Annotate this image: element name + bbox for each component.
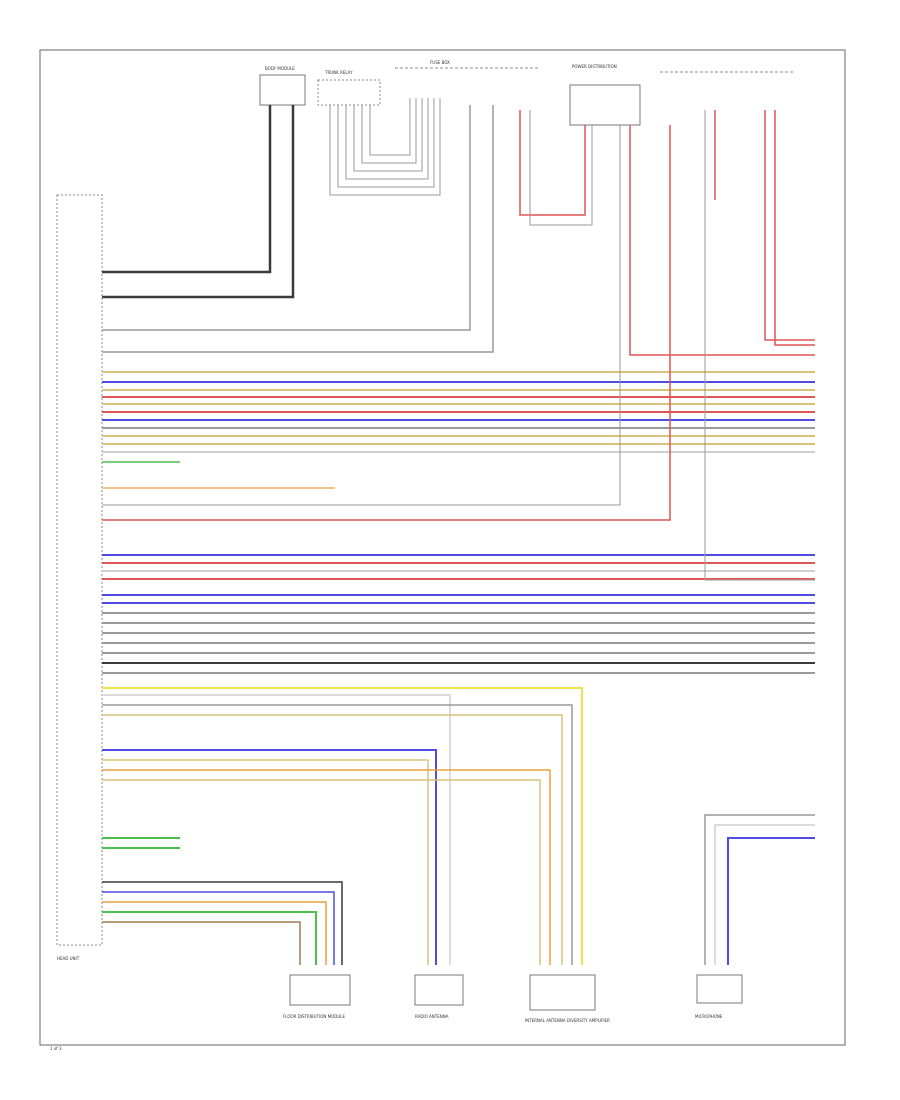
trunk-relay-label: TRUNK RELAY (324, 70, 353, 75)
wire-floor-d (102, 911, 317, 965)
trunk-relay-box (317, 79, 381, 106)
wire-yellow (102, 687, 583, 965)
wire-floor-e (102, 921, 301, 965)
microphone-label: MICROPHONE (695, 1014, 723, 1019)
microphone-box (696, 974, 743, 1004)
radio-antenna-label: RADIO ANTENNA (415, 1014, 449, 1019)
wire-body-a (102, 105, 272, 274)
wire-body-b (102, 105, 295, 299)
page-border (39, 49, 846, 1046)
relay-loop (353, 98, 423, 172)
power-dist-label: POWER DISTRIBUTION (572, 64, 617, 69)
head-unit-box (56, 194, 103, 946)
wire-red-c (102, 125, 671, 521)
relay-loop (369, 98, 411, 156)
wire-mic-c (727, 837, 815, 965)
wire-group (102, 98, 815, 965)
wire-tan-a (102, 714, 563, 965)
wire-fuse-b (102, 105, 494, 353)
wire-tan-b (102, 759, 429, 965)
wire-blue-a (102, 749, 437, 965)
wire-red-e (774, 110, 815, 346)
wire-gray-b (102, 125, 621, 506)
floor-module-box (289, 974, 351, 1006)
radio-antenna-box (414, 974, 464, 1006)
wire-floor-b (102, 891, 335, 965)
wire-mic-a (704, 814, 815, 965)
wire-red-d (764, 110, 815, 341)
page-ref-label: 1 of 3 (50, 1046, 62, 1051)
relay-loop (361, 98, 417, 164)
relay-loop (329, 98, 441, 196)
body-module-label: BODY MODULE (265, 66, 295, 71)
wire-gray-c (704, 110, 815, 581)
wire-floor-a (102, 881, 343, 965)
wire-fuse-a (102, 105, 471, 331)
power-dist-box (569, 84, 641, 126)
body-module-box (259, 74, 306, 106)
antenna-amp-label: INTERNAL ANTENNA DIVERSITY AMPLIFIER (525, 1018, 610, 1023)
fuse-box-label: FUSE BOX (430, 60, 450, 65)
wire-orange-a (102, 769, 551, 965)
antenna-amp-box (529, 974, 596, 1011)
wire-mic-b (714, 824, 815, 965)
wire-floor-c (102, 901, 327, 965)
relay-loop (345, 98, 429, 180)
wire-red-a (519, 110, 586, 216)
relay-loop (337, 98, 435, 188)
wire-gray-a (529, 110, 593, 226)
head-unit-label: HEAD UNIT (57, 956, 80, 961)
wire-tan-c (102, 779, 541, 965)
wire-gray-d (102, 704, 573, 965)
floor-module-label: FLOOR DISTRIBUTION MODULE (283, 1014, 345, 1019)
wire-white (102, 694, 451, 965)
wire-red-b (629, 125, 815, 356)
